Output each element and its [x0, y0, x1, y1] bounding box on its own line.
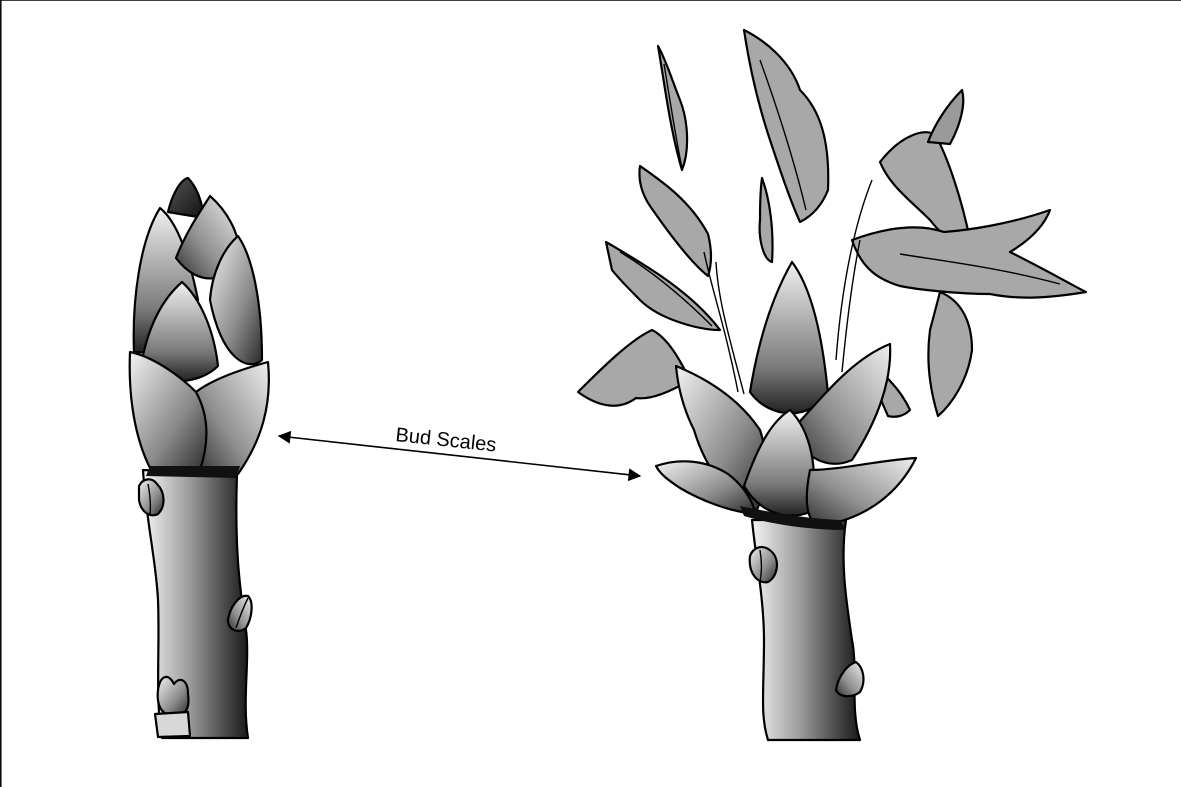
- open-scale-back-center: [750, 262, 828, 413]
- left-side-bud-lower: [158, 677, 189, 716]
- open-bud: [578, 30, 1086, 740]
- bud-scales-annotation: Bud Scales: [279, 424, 640, 476]
- left-side-bud-base: [155, 712, 190, 737]
- leaf-right-long: [852, 210, 1086, 298]
- bud-scales-label: Bud Scales: [394, 424, 497, 456]
- leaf-lower-left: [578, 330, 690, 406]
- bud-scale-front-right: [196, 362, 269, 474]
- leaf-top-center: [744, 30, 828, 222]
- leaf-center-small: [760, 178, 773, 262]
- leaf-right-upper: [880, 132, 970, 243]
- bud-base-shadow: [146, 466, 240, 478]
- leaf-right-tip: [928, 90, 963, 144]
- leaf-upper-left-mid: [639, 166, 711, 276]
- right-side-bud-upper: [750, 547, 777, 582]
- bud-tip: [168, 178, 204, 218]
- closed-bud: [130, 178, 269, 738]
- open-scale-front-right: [807, 458, 916, 526]
- leaf-right-hanging: [928, 292, 972, 416]
- leaf-top-left: [658, 46, 687, 170]
